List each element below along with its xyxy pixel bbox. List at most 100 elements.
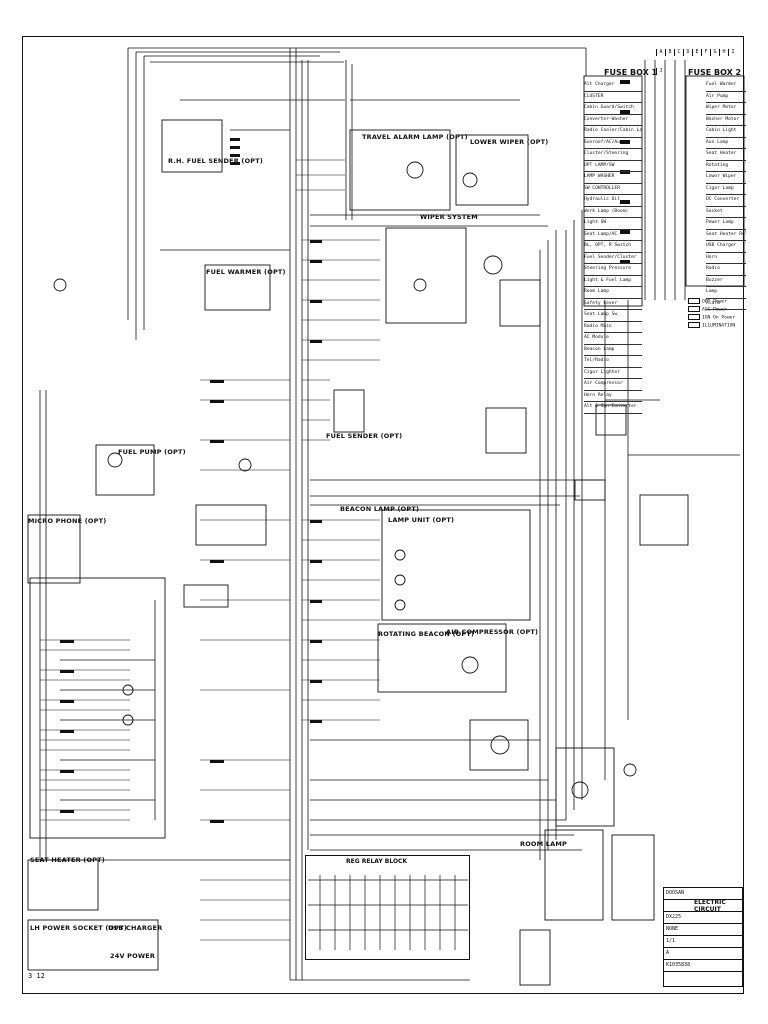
fuse-box-2-item: Lower Wiper bbox=[706, 172, 746, 184]
fuse-box-2-item: Aux Lamp bbox=[706, 138, 746, 149]
index-cell: B bbox=[665, 49, 674, 56]
legend-label: ACC Power bbox=[702, 307, 727, 313]
fuse-box-2-item: Buzzer bbox=[706, 276, 746, 287]
legend-swatch bbox=[688, 298, 700, 304]
fuse-box-2-item: Cigar Lamp bbox=[706, 184, 746, 195]
lh-power-socket-label: LH POWER SOCKET (OPT) bbox=[30, 924, 128, 932]
index-cell: C bbox=[674, 49, 683, 56]
fuse-box-2-item: Seat Heater bbox=[706, 149, 746, 161]
fuse-box-1-item: Seat Lamp/AC bbox=[584, 230, 642, 241]
fuse-box-2-item: Power Lamp bbox=[706, 218, 746, 230]
fuse-box-1-item: Cigar Lighter bbox=[584, 368, 642, 379]
relay-block: REG RELAY BLOCK bbox=[305, 855, 470, 960]
index-cell: D bbox=[683, 49, 692, 56]
fuse-box-2-item: DC Converter bbox=[706, 195, 746, 207]
legend-entry: ILLUMINATION bbox=[688, 322, 744, 330]
lamp-unit-label: LAMP UNIT (OPT) bbox=[388, 516, 455, 524]
index-cell: G bbox=[710, 49, 719, 56]
index-cell: A bbox=[656, 49, 665, 56]
scale-value: NONE bbox=[664, 924, 742, 936]
fuse-box-1-item: Work Lamp (Boom) bbox=[584, 207, 642, 218]
legend-swatch bbox=[688, 306, 700, 312]
fuse-box-1-item: Tel/Radio bbox=[584, 356, 642, 368]
drawing-title: ELECTRIC CIRCUIT bbox=[694, 899, 726, 913]
page-note: 3 12 bbox=[28, 972, 45, 980]
legend-swatch bbox=[688, 314, 700, 320]
fuse-box-1-title: FUSE BOX 1 bbox=[604, 68, 658, 77]
fuse-box-1-item: Hydraulic Oil bbox=[584, 195, 642, 207]
fuse-box-1-item: Beacon Lamp bbox=[584, 345, 642, 356]
index-cell: E bbox=[692, 49, 701, 56]
fuse-box-1-item: Seat Lamp Sw bbox=[584, 310, 642, 322]
air-compressor-label: AIR COMPRESSOR (OPT) bbox=[446, 628, 539, 636]
fuse-box-2-item: Washer Motor bbox=[706, 115, 746, 126]
fuse-box-2-title: FUSE BOX 2 bbox=[688, 68, 742, 77]
dc-power-label: 24V POWER bbox=[110, 952, 156, 960]
fuse-box-2-item: Alarm bbox=[706, 299, 746, 310]
index-cell: H bbox=[719, 49, 728, 56]
beacon-lamp-label: BEACON LAMP (OPT) bbox=[340, 505, 420, 513]
fuse-box-2-item: Cabin Light bbox=[706, 126, 746, 138]
legend-entry: IGN On Power bbox=[688, 314, 744, 322]
usb-charger-label: USB CHARGER bbox=[108, 924, 163, 932]
fuse-box-2-item: USB Charger bbox=[706, 241, 746, 253]
legend-label: OPT Power bbox=[702, 299, 727, 305]
rotating-beacon-label: ROTATING BEACON (OPT) bbox=[378, 630, 475, 638]
fuse-box-1-item: CLUSTER bbox=[584, 92, 642, 103]
micro-phone-label: MICRO PHONE (OPT) bbox=[28, 517, 107, 525]
fuse-box-1-item: Alt & Ign Converter bbox=[584, 402, 642, 414]
relay-block-title: REG RELAY BLOCK bbox=[346, 858, 408, 865]
fuse-box-2-item: Fuel Warmer bbox=[706, 80, 746, 92]
fuse-box-1-item: BL, OPT, R Switch bbox=[584, 241, 642, 253]
revision: A bbox=[664, 948, 742, 960]
lower-wiper-label: LOWER WIPER (OPT) bbox=[470, 138, 549, 146]
legend-entry: ACC Power bbox=[688, 306, 744, 314]
fuse-box-1-item: SW CONTROLLER bbox=[584, 184, 642, 195]
room-lamp-label: ROOM LAMP bbox=[520, 840, 567, 848]
index-cell: F bbox=[701, 49, 710, 56]
fuse-box-1-item: OPT LAMP/SW bbox=[584, 161, 642, 172]
fuse-box-1-item: Steering Pressure bbox=[584, 264, 642, 276]
fuse-box-1-item: Fuel Sender/Cluster bbox=[584, 253, 642, 264]
fuse-box-2-item: Radio bbox=[706, 264, 746, 276]
wiper-system-label: WIPER SYSTEM bbox=[420, 213, 478, 221]
schematic-sheet bbox=[22, 36, 744, 994]
fuse-box-2-item: Air Pump bbox=[706, 92, 746, 103]
fuse-box-1-item: Radio Main bbox=[584, 322, 642, 333]
fuse-box-2-item: Horn bbox=[706, 253, 746, 264]
fuse-box-1-item: Cabin Guard/Switch bbox=[584, 103, 642, 115]
seat-heater-label: SEAT HEATER (OPT) bbox=[30, 856, 105, 864]
title-block: DOOSAN ELECTRIC CIRCUIT DX225 NONE 1/1 A… bbox=[663, 887, 743, 987]
fuse-box-2-item: Wiper Motor bbox=[706, 103, 746, 115]
model-name: DX225 bbox=[664, 912, 742, 924]
sheet-number: 1/1 bbox=[664, 936, 742, 948]
fuse-box-2-item: Rotating bbox=[706, 161, 746, 172]
travel-alarm-lamp-label: TRAVEL ALARM LAMP (OPT) bbox=[362, 133, 468, 141]
fuse-box-1-item: Cluster/Steering bbox=[584, 149, 642, 161]
legend-label: ILLUMINATION bbox=[702, 323, 736, 329]
fuse-box-2-item: Lamp bbox=[706, 287, 746, 299]
legend-label: IGN On Power bbox=[702, 315, 736, 321]
fuse-box-1-item: Alt Charger bbox=[584, 80, 642, 92]
legend-swatch bbox=[688, 322, 700, 328]
fuel-warmer-label: FUEL WARMER (OPT) bbox=[206, 268, 286, 276]
fuse-box-1-item: Converter-Washer bbox=[584, 115, 642, 126]
drawing-number: K1035838 bbox=[664, 960, 742, 972]
fuse-box-1-item: Light SW bbox=[584, 218, 642, 230]
rh-fuel-sender-label: R.H. FUEL SENDER (OPT) bbox=[168, 157, 264, 165]
fuse-box-1-item: Air Compressor bbox=[584, 379, 642, 391]
company-name: DOOSAN bbox=[664, 888, 742, 900]
fuse-box-1-item: Radio Cooler/Cabin Lamp bbox=[584, 126, 642, 138]
fuse-box-1-item: Safety Lever bbox=[584, 299, 642, 310]
fuse-box-1-item: Sunroof/AC/Aux bbox=[584, 138, 642, 149]
fuse-box-1-item: AC Module bbox=[584, 333, 642, 345]
fuse-box-2-item: Socket bbox=[706, 207, 746, 218]
fuel-pump-label: FUEL PUMP (OPT) bbox=[118, 448, 186, 456]
fuse-box-2-item: Seat Heater Relay bbox=[706, 230, 746, 241]
fuse-box-1-item: LAMP WASHER bbox=[584, 172, 642, 184]
